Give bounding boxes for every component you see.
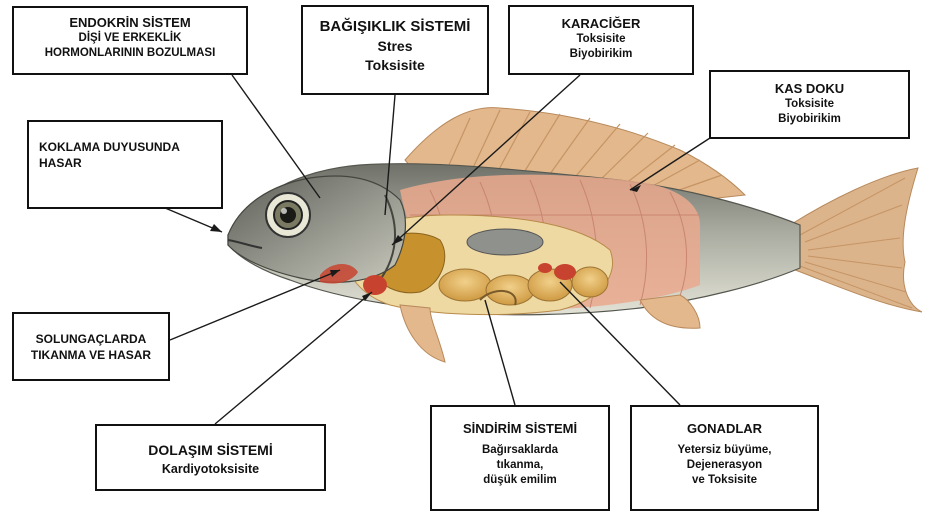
fish-head [228,176,405,282]
label-dolasim-line-1: Kardiyotoksisite [97,460,324,478]
label-gonadlar-line-2: Dejenerasyon [632,458,817,473]
label-kas-doku: KAS DOKU Toksisite Biyobirikim [709,70,910,139]
label-koklama-title: KOKLAMA DUYUSUNDA [39,139,221,155]
label-dolasim: DOLAŞIM SİSTEMİ Kardiyotoksisite [95,424,326,491]
label-gonadlar: GONADLAR Yetersiz büyüme, Dejenerasyon v… [630,405,819,511]
label-bagisiklik-line-2: Toksisite [303,56,487,75]
label-bagisiklik-line-1: Stres [303,37,487,56]
gonad-organ-2 [538,263,552,273]
label-koklama-line-1: HASAR [39,155,221,171]
pelvic-fin [400,305,445,362]
label-karaciger-line-2: Biyobirikim [510,47,692,62]
label-karaciger: KARACİĞER Toksisite Biyobirikim [508,5,694,75]
label-sindirim: SİNDİRİM SİSTEMİ Bağırsaklarda tıkanma, … [430,405,610,511]
label-solungac-line-1: TIKANMA VE HASAR [14,347,168,363]
label-sindirim-line-3: düşük emilim [432,473,608,488]
label-sindirim-title: SİNDİRİM SİSTEMİ [432,421,608,437]
label-gonadlar-line-3: ve Toksisite [632,473,817,488]
label-endokrin-line-2: HORMONLARININ BOZULMASI [14,46,246,61]
label-endokrin: ENDOKRİN SİSTEM DİŞİ VE ERKEKLİK HORMONL… [12,6,248,75]
label-endokrin-title: ENDOKRİN SİSTEM [14,15,246,31]
label-kas-doku-line-2: Biyobirikim [711,112,908,127]
label-bagisiklik-title: BAĞIŞIKLIK SİSTEMİ [303,17,487,37]
label-kas-doku-line-1: Toksisite [711,97,908,112]
label-gonadlar-title: GONADLAR [632,421,817,437]
label-kas-doku-title: KAS DOKU [711,81,908,97]
label-karaciger-title: KARACİĞER [510,16,692,32]
label-karaciger-line-1: Toksisite [510,32,692,47]
label-solungac-title: SOLUNGAÇLARDA [14,331,168,347]
gonad-organ [554,264,576,280]
swim-bladder [467,229,543,255]
label-endokrin-line-1: DİŞİ VE ERKEKLİK [14,31,246,46]
heart [363,275,387,295]
label-bagisiklik: BAĞIŞIKLIK SİSTEMİ Stres Toksisite [301,5,489,95]
label-koklama: KOKLAMA DUYUSUNDA HASAR [27,120,223,209]
label-dolasim-title: DOLAŞIM SİSTEMİ [97,441,324,460]
label-sindirim-line-1: Bağırsaklarda [432,443,608,458]
label-solungac: SOLUNGAÇLARDA TIKANMA VE HASAR [12,312,170,381]
label-gonadlar-line-1: Yetersiz büyüme, [632,443,817,458]
label-sindirim-line-2: tıkanma, [432,458,608,473]
